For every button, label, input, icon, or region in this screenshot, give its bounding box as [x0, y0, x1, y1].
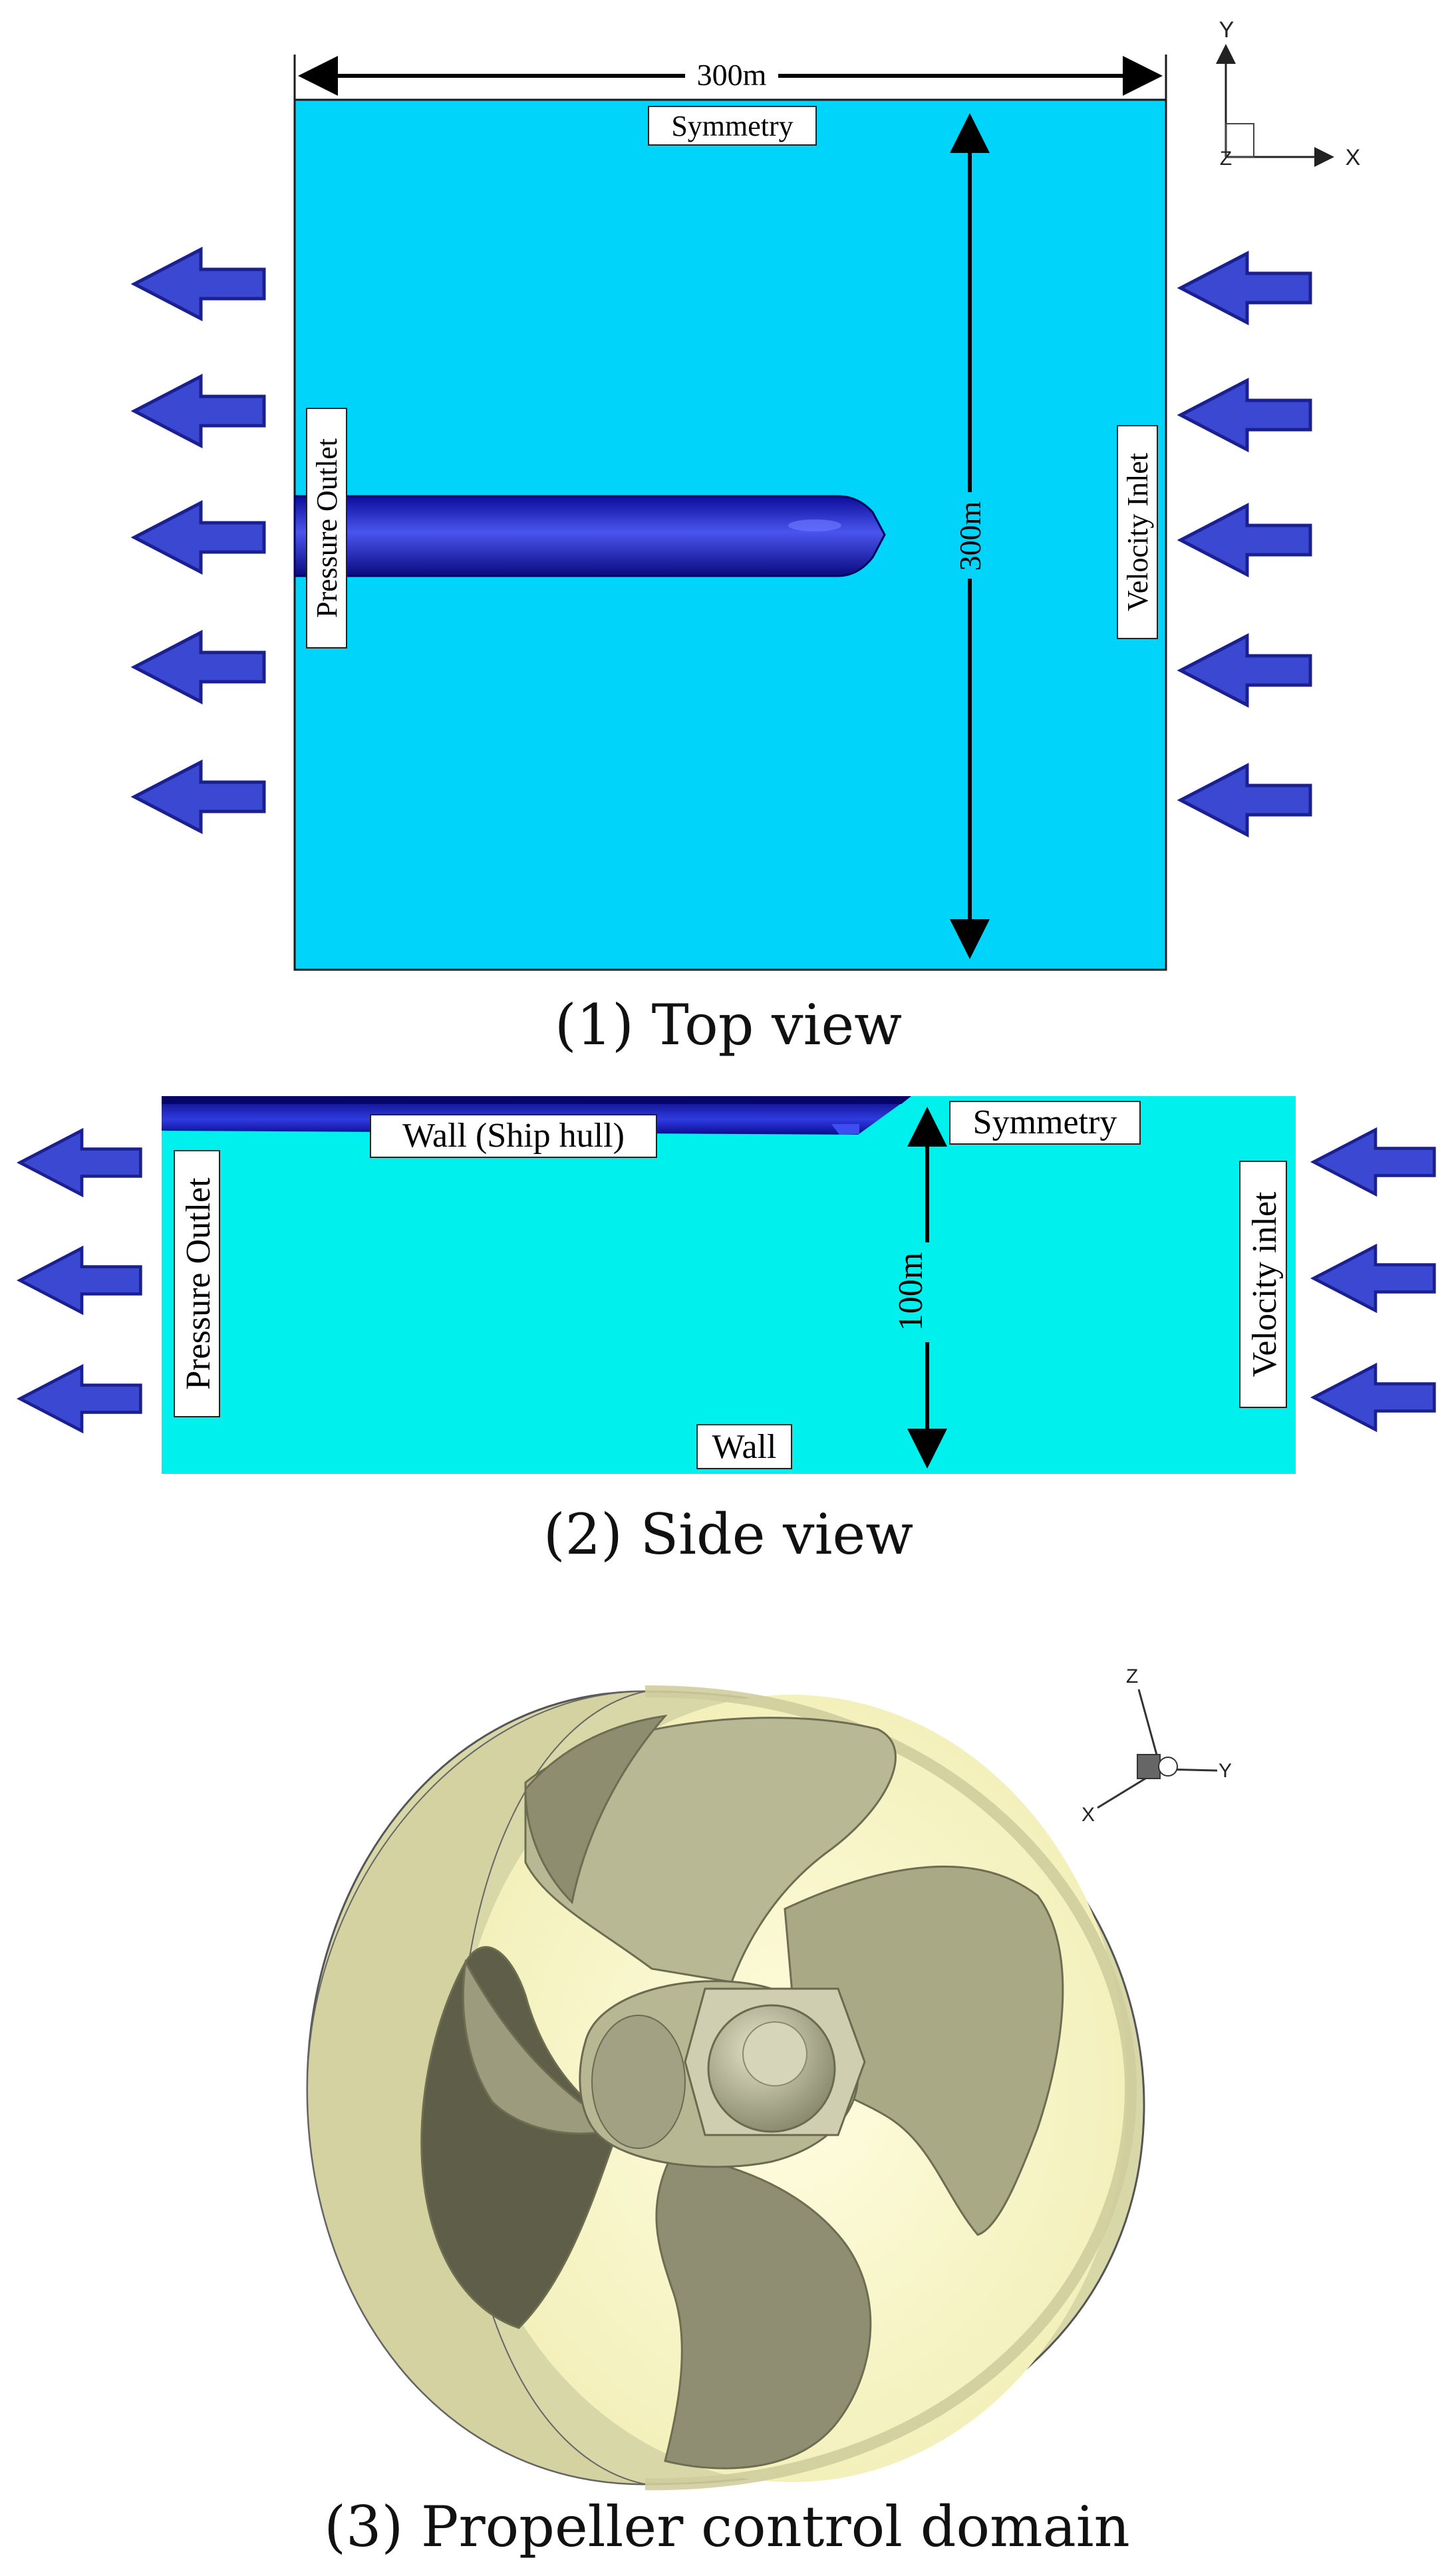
top-view-caption: (1) Top view: [555, 992, 902, 1058]
propeller-axis-triad: Z Y X: [1082, 1665, 1232, 1826]
top-symmetry-label: Symmetry: [671, 110, 793, 142]
flow-arrow: [20, 1367, 140, 1431]
top-view-panel: 300m 300m Symmetry Pressure Outlet Veloc…: [134, 17, 1360, 1058]
ship-hull-top: [293, 495, 886, 577]
propeller-blades: [420, 1714, 1064, 2470]
propeller-hub: [579, 1980, 866, 2168]
propeller-axis-z-label: Z: [1126, 1665, 1138, 1687]
top-axis-z-label: Z: [1220, 148, 1232, 170]
side-velocity-inlet-label: Velocity inlet: [1246, 1191, 1284, 1377]
side-pressure-outlet-label: Pressure Outlet: [180, 1177, 217, 1390]
top-pressure-outlet-label: Pressure Outlet: [311, 438, 343, 618]
flow-arrow: [134, 762, 264, 831]
top-inflow-arrows: [1181, 253, 1310, 835]
side-inflow-arrows: [1314, 1130, 1434, 1430]
side-view-panel: Wall (Ship hull) Symmetry Wall Pressure …: [20, 1096, 1434, 1567]
side-symmetry-label: Symmetry: [973, 1103, 1117, 1141]
flow-arrow: [1181, 636, 1310, 705]
flow-arrow: [1181, 380, 1310, 450]
width-dimension-label: 300m: [697, 58, 767, 92]
flow-arrow: [1181, 505, 1310, 575]
top-outflow-arrows: [134, 249, 264, 831]
depth-dimension-label: 100m: [892, 1252, 930, 1331]
flow-arrow: [1314, 1130, 1434, 1195]
flow-arrow: [20, 1131, 140, 1195]
top-axis-triad: Y X Z: [1216, 17, 1361, 170]
flow-arrow: [134, 249, 264, 319]
top-axis-y-label: Y: [1219, 17, 1234, 43]
flow-arrow: [1314, 1365, 1434, 1430]
propeller-axis-x-label: X: [1082, 1804, 1095, 1826]
side-bottom-wall-label: Wall: [712, 1428, 777, 1466]
flow-arrow: [134, 376, 264, 446]
side-view-caption: (2) Side view: [543, 1502, 913, 1567]
top-velocity-inlet-label: Velocity Inlet: [1121, 453, 1154, 611]
flow-arrow: [1181, 253, 1310, 323]
propeller-caption: (3) Propeller control domain: [324, 2494, 1130, 2559]
flow-arrow: [1314, 1246, 1434, 1311]
side-view-domain: [162, 1096, 1296, 1474]
height-dimension-label: 300m: [953, 501, 987, 571]
flow-arrow: [1181, 766, 1310, 835]
side-outflow-arrows: [20, 1131, 140, 1431]
flow-arrow: [134, 633, 264, 702]
flow-arrow: [134, 503, 264, 572]
propeller-panel: Z Y X (3) Propeller control domain: [306, 1665, 1232, 2559]
top-axis-x-label: X: [1346, 145, 1361, 170]
side-hull-wall-label: Wall (Ship hull): [402, 1117, 625, 1155]
flow-arrow: [20, 1248, 140, 1313]
propeller-axis-y-label: Y: [1219, 1760, 1232, 1782]
